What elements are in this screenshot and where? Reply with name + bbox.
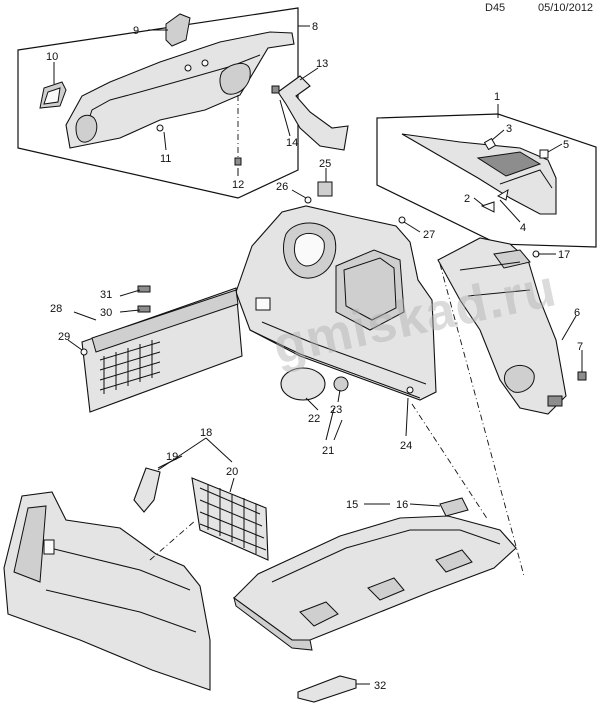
- callout-4: 4: [520, 222, 526, 234]
- callout-7: 7: [577, 341, 583, 353]
- callout-29: 29: [58, 331, 70, 343]
- callout-15: 15: [346, 499, 358, 511]
- part-25-clip: [317, 181, 333, 197]
- callout-16: 16: [396, 499, 408, 511]
- part-22-cover: [280, 367, 326, 401]
- callout-19: 19: [166, 451, 178, 463]
- inset-box-8: [17, 7, 299, 199]
- part-18-lower-panel: [3, 491, 211, 691]
- callout-18: 18: [200, 427, 212, 439]
- callout-21: 21: [322, 445, 334, 457]
- callout-14: 14: [286, 137, 298, 149]
- callout-10: 10: [46, 51, 58, 63]
- callout-13: 13: [316, 58, 328, 70]
- callout-25: 25: [319, 158, 331, 170]
- callout-22: 22: [308, 413, 320, 425]
- callout-27: 27: [423, 229, 435, 241]
- part-19-strip: [133, 467, 161, 513]
- callout-8: 8: [312, 21, 318, 33]
- callout-labels: 9 8 10 11 12 13 14 1 3 5 2 4 25 26 27 17…: [46, 21, 583, 692]
- callout-26: 26: [276, 181, 288, 193]
- page-code: D45: [485, 2, 506, 14]
- callout-30: 30: [100, 307, 112, 319]
- page-date: 05/10/2012: [538, 2, 594, 14]
- callout-24: 24: [400, 440, 412, 452]
- part-20-net: [191, 477, 269, 561]
- part-28-sill-panel: [81, 287, 243, 413]
- callout-23: 23: [330, 404, 342, 416]
- rear-trim-panel: [65, 31, 295, 149]
- callout-5: 5: [563, 139, 569, 151]
- callout-28: 28: [50, 303, 62, 315]
- callout-20: 20: [226, 466, 238, 478]
- callout-3: 3: [506, 123, 512, 135]
- leader-lines: [53, 25, 583, 685]
- callout-17: 17: [558, 249, 570, 261]
- inset-box-1: [376, 113, 597, 248]
- callout-12: 12: [232, 179, 244, 191]
- callout-31: 31: [100, 289, 112, 301]
- part-9-clip: [165, 13, 191, 47]
- part-16-cover: [439, 497, 469, 517]
- part-6-side-panel: [437, 237, 567, 415]
- callout-2: 2: [464, 193, 470, 205]
- part-32-bracket: [297, 675, 357, 703]
- callout-6: 6: [574, 307, 580, 319]
- part-23-grommet: [333, 376, 349, 392]
- callout-1: 1: [494, 91, 500, 103]
- callout-11: 11: [160, 153, 171, 165]
- callout-32: 32: [374, 680, 386, 692]
- callout-9: 9: [133, 25, 139, 37]
- part-13-bracket: [277, 75, 349, 151]
